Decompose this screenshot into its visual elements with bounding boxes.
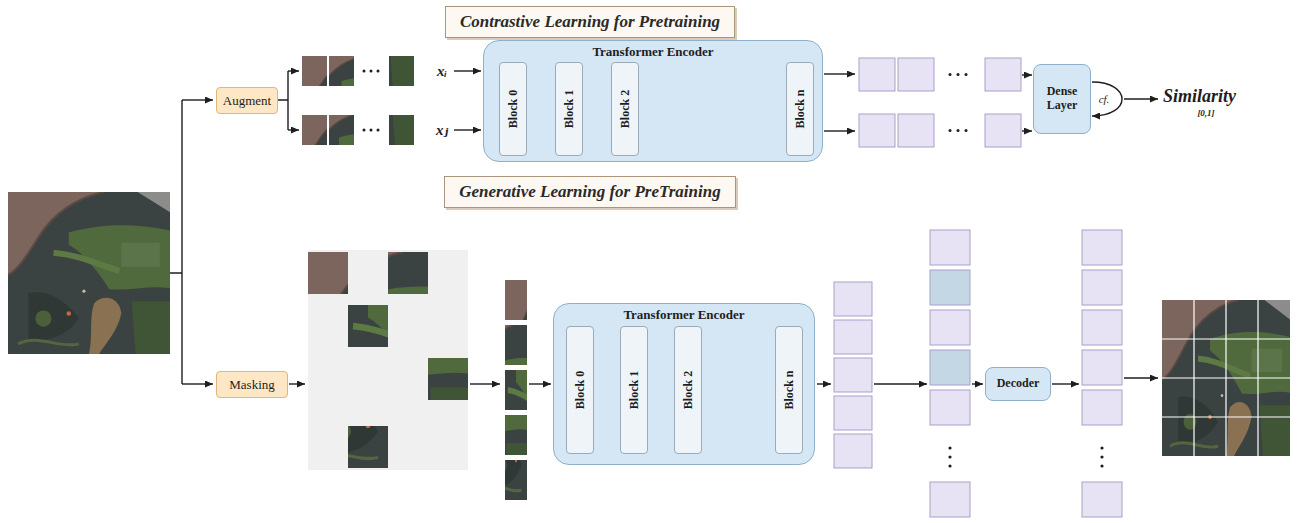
image-patch <box>308 274 468 442</box>
arrow <box>454 129 481 130</box>
input-symbol: xⱼ <box>436 122 448 139</box>
reconstructed-image <box>1162 300 1290 456</box>
loop-arrow <box>1092 82 1122 116</box>
arrow <box>182 383 213 384</box>
output-label: Similarity <box>1163 87 1236 107</box>
operator-label: cf. <box>1099 93 1110 105</box>
arrow <box>289 383 305 384</box>
block-box: Block 0 <box>499 62 527 156</box>
arrow <box>529 383 551 384</box>
block-box: Block n <box>786 62 814 156</box>
arrow <box>470 383 500 384</box>
box-title: Transformer Encoder <box>592 41 713 60</box>
vertical-ellipsis <box>948 446 1103 467</box>
section-title-box: Contrastive Learning for Pretraining <box>445 6 735 38</box>
image-patch <box>314 0 414 86</box>
arrow <box>817 383 831 384</box>
arrow <box>972 383 983 384</box>
block-box: Block 2 <box>674 326 702 454</box>
arrow <box>1022 130 1032 131</box>
box-label: Block 2 <box>681 371 696 409</box>
fork-wire <box>278 71 288 130</box>
input-symbol: xᵢ <box>437 63 447 80</box>
box-label: Block n <box>782 370 797 409</box>
block-box: Block 1 <box>620 326 648 454</box>
encoder-box: Transformer EncoderBlock 0 Block 1 Block 2… <box>553 303 815 465</box>
box-label: Dense Layer <box>1038 85 1086 113</box>
box-label: Block 0 <box>506 90 521 128</box>
input-image <box>8 192 170 354</box>
box-label: Block 0 <box>573 371 588 409</box>
masked-image <box>308 250 468 470</box>
image-patch <box>302 113 402 213</box>
arrow <box>182 99 213 100</box>
image-patch <box>308 300 468 468</box>
box-label: Generative Learning for PreTraining <box>459 182 720 202</box>
image-patch <box>317 48 417 148</box>
arrow <box>1124 377 1158 378</box>
block-box: Block n <box>775 326 803 454</box>
box-label: Augment <box>223 93 271 109</box>
box-label: Block 2 <box>618 90 633 128</box>
image-patch <box>308 263 468 431</box>
arrow <box>824 73 855 74</box>
box-label: Block 1 <box>562 90 577 128</box>
process-box: Augment <box>216 87 278 114</box>
ellipsis-dots <box>949 73 968 132</box>
process-box: Masking <box>216 371 288 398</box>
arrow <box>824 130 855 131</box>
token-column <box>930 230 970 517</box>
box-label: Contrastive Learning for Pretraining <box>460 12 720 32</box>
split-wire <box>170 100 182 384</box>
arrow <box>1022 74 1032 75</box>
arrow <box>1124 98 1158 99</box>
arrow <box>1052 383 1079 384</box>
image <box>1162 300 1290 456</box>
box-label: Decoder <box>997 377 1040 391</box>
block-box: Block 2 <box>611 62 639 156</box>
layer-box: Dense Layer <box>1033 64 1091 134</box>
token-column <box>1082 230 1122 517</box>
box-label: Block n <box>793 89 808 128</box>
arrow <box>288 70 299 71</box>
section-title-box: Generative Learning for PreTraining <box>444 176 735 208</box>
box-title: Transformer Encoder <box>623 304 744 323</box>
arrow <box>454 70 481 71</box>
box-label: Masking <box>229 377 275 393</box>
decoder-box: Decoder <box>985 367 1051 401</box>
box-label: Block 1 <box>627 371 642 409</box>
encoder-box: Transformer EncoderBlock 0 Block 1 Block 2… <box>483 40 823 162</box>
patch-strip <box>300 48 417 213</box>
range-label: [0,1] <box>1197 109 1214 119</box>
arrow <box>874 383 927 384</box>
arrow <box>288 129 299 130</box>
block-box: Block 1 <box>555 62 583 156</box>
token-column <box>834 282 872 468</box>
block-box: Block 0 <box>566 326 594 454</box>
token-row <box>859 58 1021 147</box>
